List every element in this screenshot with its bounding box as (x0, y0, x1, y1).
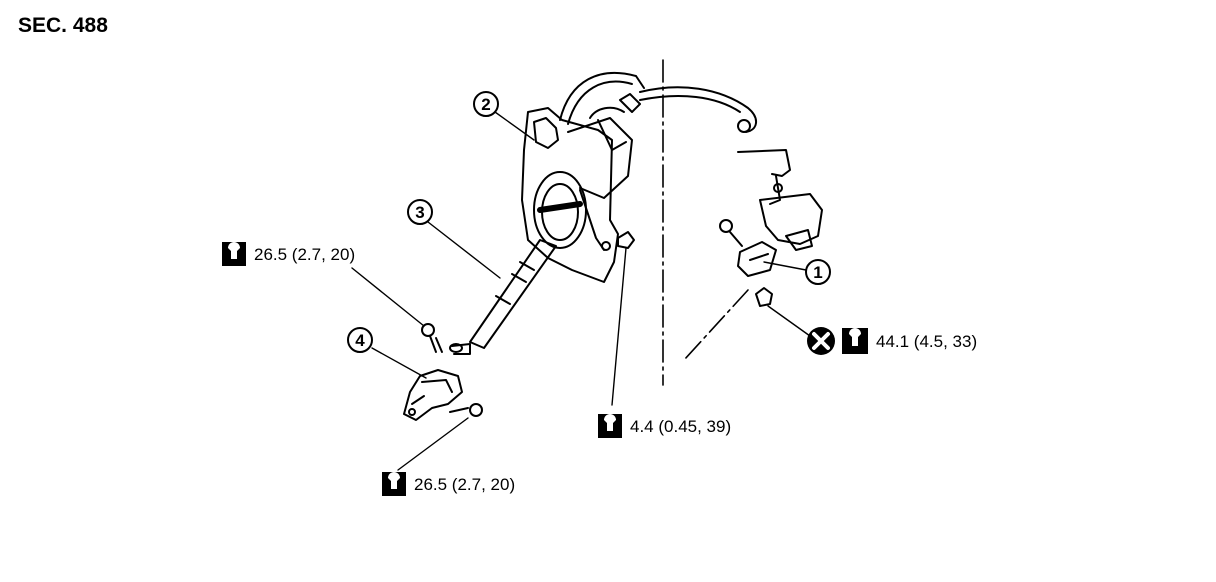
torque-spec-2: 26.5 (2.7, 20) (382, 472, 515, 496)
torque-wrench-icon (382, 472, 406, 496)
bracket-bolt-lower (449, 403, 483, 417)
section-label: SEC. 488 (18, 14, 108, 37)
bracket (403, 369, 463, 421)
part-callout-3: 3 (407, 199, 433, 225)
part-callout-2: 2 (473, 91, 499, 117)
leader-line-t3 (611, 247, 627, 406)
part-number-4: 4 (355, 331, 365, 350)
bracket-bolt-upper (421, 323, 443, 353)
part-number-2: 2 (481, 95, 490, 114)
leader-line-part-1 (763, 261, 807, 271)
torque-spec-4: 44.1 (4.5, 33) (807, 327, 977, 355)
torque-wrench-icon (842, 328, 868, 354)
leader-line-part-3 (427, 221, 501, 279)
leader-line-t1 (351, 267, 425, 327)
do-not-reuse-icon (807, 327, 835, 355)
lever-assembly (719, 149, 823, 307)
shaft (449, 239, 557, 355)
torque-spec-3: 4.4 (0.45, 39) (598, 414, 731, 438)
leader-line-part-4 (371, 347, 427, 379)
nut (617, 231, 635, 249)
control-device-assembly (521, 93, 641, 283)
torque-value-4: 44.1 (4.5, 33) (876, 332, 977, 351)
control-cable (559, 71, 757, 133)
torque-wrench-icon (598, 414, 622, 438)
torque-value-3: 4.4 (0.45, 39) (630, 417, 731, 436)
part-callout-4: 4 (347, 327, 373, 353)
lever-axis-line (683, 289, 749, 361)
torque-value-2: 26.5 (2.7, 20) (414, 475, 515, 494)
leader-line-t4 (767, 305, 811, 337)
leader-line-t2 (397, 417, 469, 471)
torque-wrench-icon (222, 242, 246, 266)
part-callout-1: 1 (805, 259, 831, 285)
part-number-1: 1 (813, 263, 822, 282)
torque-spec-1: 26.5 (2.7, 20) (222, 242, 355, 266)
torque-value-1: 26.5 (2.7, 20) (254, 245, 355, 264)
part-number-3: 3 (415, 203, 424, 222)
leader-line-part-2 (494, 111, 535, 141)
